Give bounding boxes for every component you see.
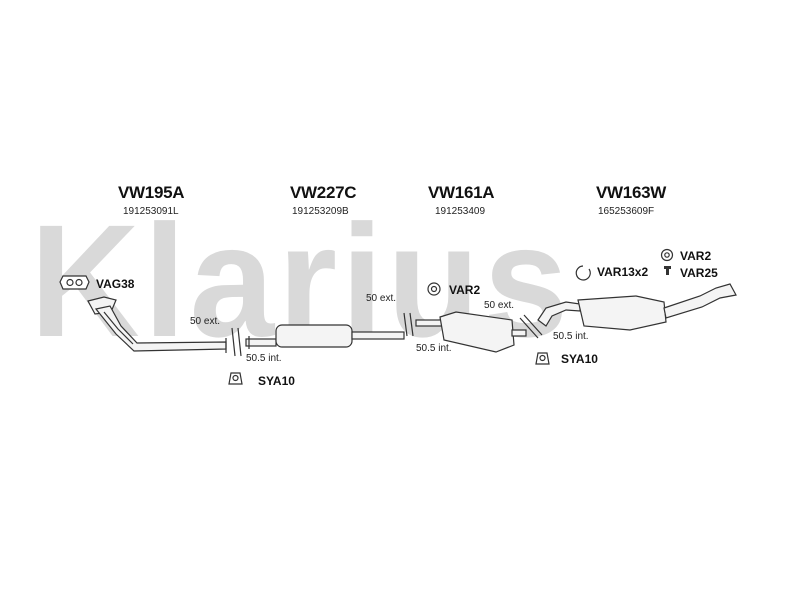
part-code-centre-silencer: VW227C (290, 183, 357, 202)
oe-number-middle-silencer: 191253409 (435, 206, 486, 217)
oe-number-rear-silencer: 165253609F (598, 206, 655, 217)
oe-number-front-pipe: 191253091L (123, 206, 179, 217)
joint2-ext-label: 50 ext. (366, 293, 397, 304)
rear-silencer-part (537, 283, 737, 331)
gasket-label: VAG38 (96, 277, 135, 291)
joint3-ext-label: 50 ext. (484, 300, 515, 311)
joint3-int-label: 50.5 int. (553, 331, 589, 342)
front-pipe-part (87, 296, 227, 353)
hanger-icon-mid (427, 282, 441, 296)
rubber-mount-icon-front (228, 372, 243, 385)
bolt-label: VAR25 (680, 266, 718, 280)
part-code-rear-silencer: VW163W (596, 183, 666, 202)
bolt-icon (664, 266, 671, 275)
clamp-icon (575, 265, 591, 281)
mount-label-front: SYA10 (258, 374, 295, 388)
joint2-int-label: 50.5 int. (416, 343, 452, 354)
middle-silencer-part (415, 311, 527, 353)
clamp-label: VAR13x2 (597, 265, 649, 279)
centre-silencer-part (245, 324, 405, 349)
part-code-middle-silencer: VW161A (428, 183, 495, 202)
joint1-int-label: 50.5 int. (246, 353, 282, 364)
gasket-icon (59, 275, 90, 290)
oe-number-centre-silencer: 191253209B (292, 206, 349, 217)
joint1-ext-label: 50 ext. (190, 316, 221, 327)
part-code-front-pipe: VW195A (118, 183, 185, 202)
rubber-mount-icon-rear (535, 352, 550, 365)
mount-label-rear: SYA10 (561, 352, 598, 366)
hanger-label-mid: VAR2 (449, 283, 481, 297)
hanger-label-rear: VAR2 (680, 249, 712, 263)
hanger-icon-rear (660, 248, 674, 262)
